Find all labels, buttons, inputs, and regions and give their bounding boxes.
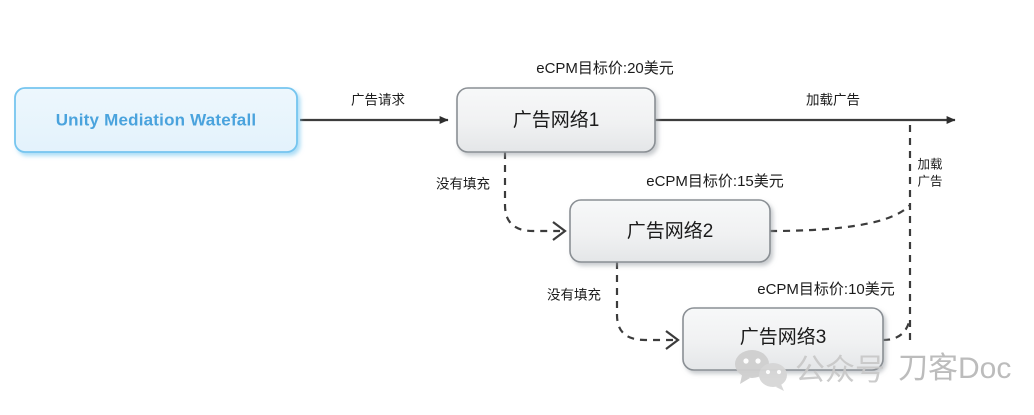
edge-label-load-ad-top: 加载广告 <box>806 93 860 108</box>
node-ad-network-3-ecpm: eCPM目标价:10美元 <box>757 281 895 298</box>
edge-load-ad-return-n3 <box>882 317 912 342</box>
edge-label-load-ad-return-line1: 加载 <box>917 157 943 171</box>
watermark-label: 公众号 <box>795 354 885 387</box>
edge-label-ad-request: 广告请求 <box>351 93 405 108</box>
node-ad-network-2-ecpm: eCPM目标价:15美元 <box>646 173 784 190</box>
edge-load-ad-return-trunk: 加载 广告 <box>908 121 943 340</box>
node-ad-network-1-ecpm: eCPM目标价:20美元 <box>536 60 674 77</box>
node-ad-network-3[interactable]: eCPM目标价:10美元 广告网络3 <box>682 281 895 371</box>
edge-no-fill-1: 没有填充 <box>436 152 567 241</box>
node-unity-mediation-waterfall[interactable]: Unity Mediation Watefall <box>14 87 298 153</box>
node-ad-network-3-label: 广告网络3 <box>740 326 827 348</box>
node-ad-network-2[interactable]: eCPM目标价:15美元 广告网络2 <box>569 173 784 263</box>
node-unity-box[interactable] <box>14 87 298 153</box>
node-ad-network-2-box[interactable] <box>569 199 771 263</box>
edge-no-fill-2: 没有填充 <box>547 262 680 350</box>
node-ad-network-2-label: 广告网络2 <box>627 220 714 242</box>
watermark: 公众号 刀客Doc <box>735 350 1011 391</box>
edge-label-no-fill-2: 没有填充 <box>547 288 601 303</box>
watermark-brand: 刀客Doc <box>898 352 1011 385</box>
node-ad-network-1[interactable]: eCPM目标价:20美元 广告网络1 <box>456 60 674 153</box>
edge-load-ad-top: 加载广告 <box>655 93 956 124</box>
wechat-icon <box>735 350 787 391</box>
edge-label-no-fill-1: 没有填充 <box>436 177 490 192</box>
node-ad-network-1-box[interactable] <box>456 87 656 153</box>
edge-ad-request: 广告请求 <box>300 93 449 124</box>
edge-label-load-ad-return-line2: 广告 <box>917 174 942 188</box>
edge-load-ad-return-n2 <box>769 204 911 233</box>
node-ad-network-1-label: 广告网络1 <box>513 109 600 131</box>
node-unity-label: Unity Mediation Watefall <box>56 110 257 129</box>
